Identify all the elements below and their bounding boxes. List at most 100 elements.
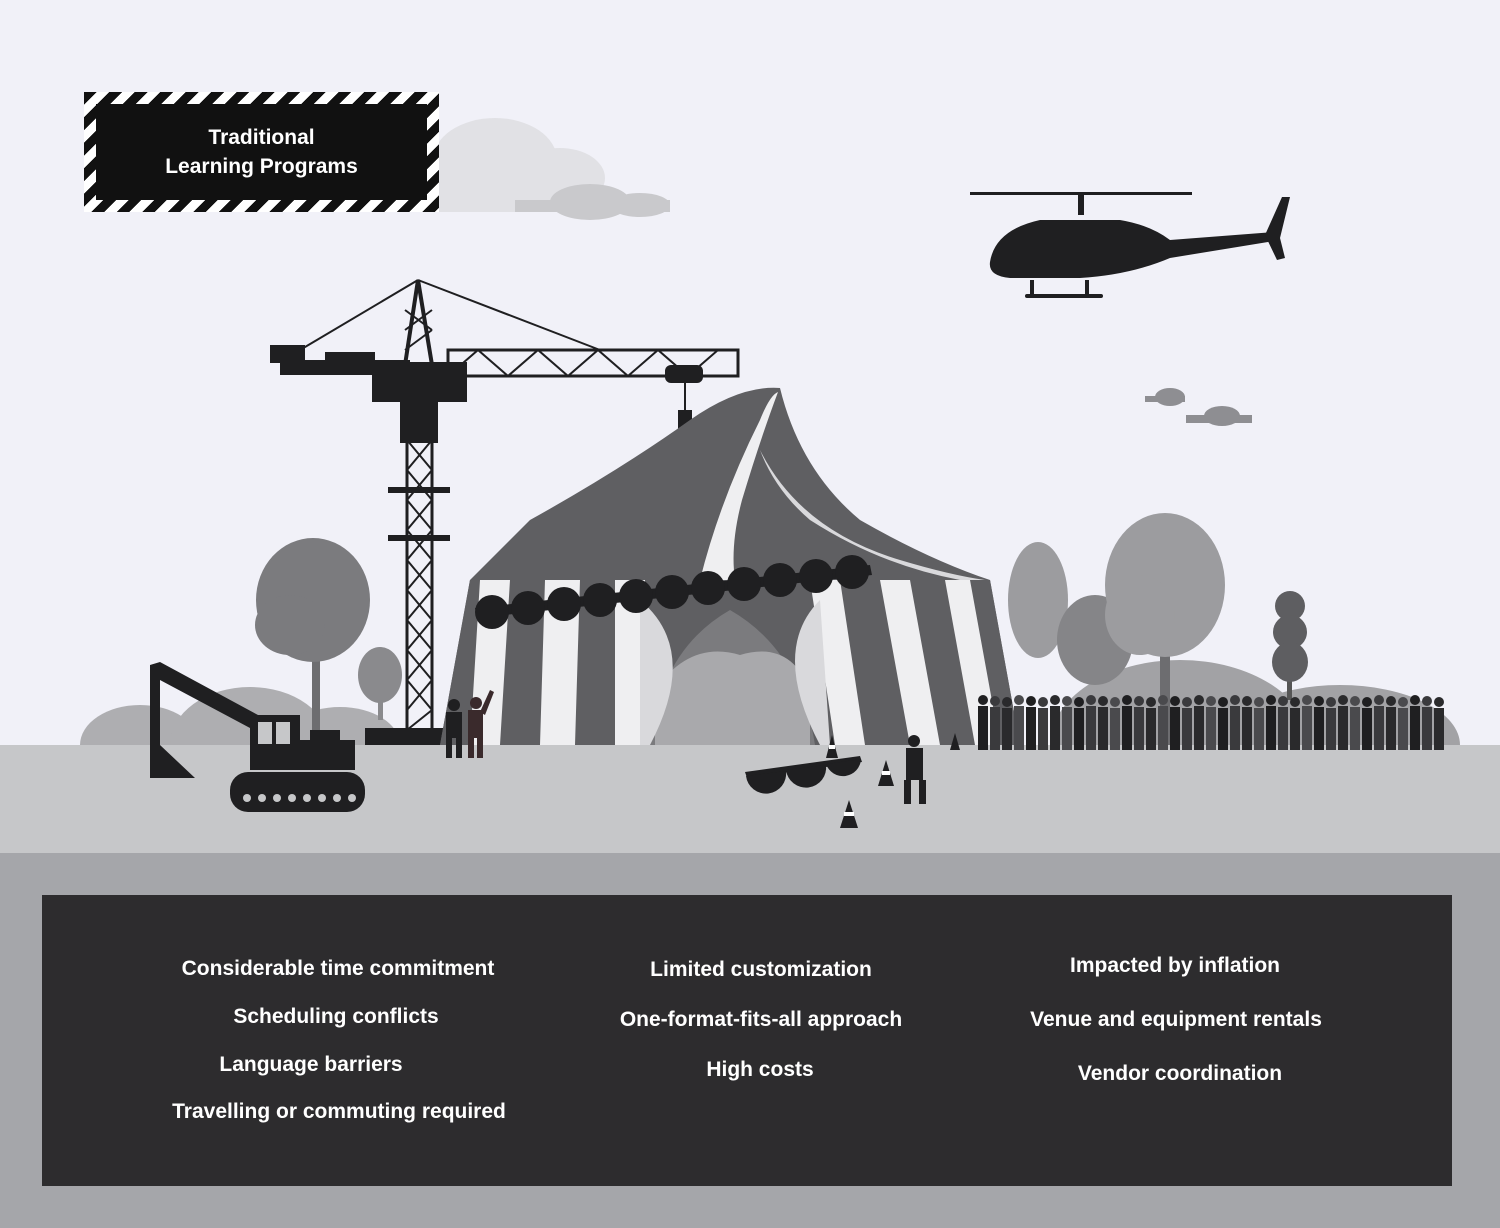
person-icon — [1266, 706, 1276, 750]
title-line-1: Traditional — [208, 126, 315, 149]
person-icon — [1398, 697, 1408, 707]
person-icon — [1098, 707, 1108, 750]
challenge-item: Scheduling conflicts — [233, 1005, 439, 1028]
excavator-windows — [243, 722, 356, 802]
person-icon — [978, 695, 988, 705]
person-icon — [1158, 695, 1168, 705]
person-icon — [1350, 696, 1360, 706]
crane-body — [270, 345, 703, 745]
person-icon — [1254, 708, 1264, 750]
person-icon — [1002, 708, 1012, 750]
person-icon — [1398, 708, 1408, 750]
person-icon — [1386, 707, 1396, 750]
person-icon — [1374, 706, 1384, 750]
person-icon — [1290, 708, 1300, 750]
person-icon — [1422, 696, 1432, 706]
challenges-panel — [42, 895, 1452, 1186]
cloud-small-icon — [1145, 388, 1252, 426]
tree-right-icon — [1008, 513, 1308, 745]
person-icon — [1350, 707, 1360, 750]
person-icon — [1410, 695, 1420, 705]
person-icon — [1134, 696, 1144, 706]
person-icon — [1314, 707, 1324, 750]
helicopter-icon — [970, 192, 1290, 298]
person-icon — [1074, 708, 1084, 750]
person-icon — [1122, 695, 1132, 705]
circus-tent-icon — [440, 387, 1020, 745]
person-icon — [1422, 707, 1432, 750]
person-icon — [1326, 708, 1336, 750]
person-icon — [1002, 697, 1012, 707]
person-icon — [978, 706, 988, 750]
person-icon — [1206, 707, 1216, 750]
person-icon — [1302, 706, 1312, 750]
person-icon — [1122, 706, 1132, 750]
person-icon — [1086, 695, 1096, 705]
person-icon — [1110, 697, 1120, 707]
person-icon — [1062, 707, 1072, 750]
person-icon — [1242, 696, 1252, 706]
challenge-item: Considerable time commitment — [181, 957, 495, 980]
person-icon — [1110, 708, 1120, 750]
title-line-2: Learning Programs — [165, 155, 358, 178]
person-icon — [1014, 706, 1024, 750]
person-icon — [1038, 708, 1048, 750]
person-icon — [1230, 706, 1240, 750]
person-icon — [1182, 708, 1192, 750]
person-icon — [1218, 697, 1228, 707]
person-icon — [1050, 706, 1060, 750]
person-icon — [1266, 695, 1276, 705]
person-icon — [1086, 706, 1096, 750]
fallen-banner-icon — [745, 756, 862, 794]
person-icon — [1290, 697, 1300, 707]
person-icon — [1098, 696, 1108, 706]
person-icon — [1374, 695, 1384, 705]
challenge-item: One-format-fits-all approach — [619, 1008, 903, 1031]
person-icon — [990, 696, 1000, 706]
traffic-cones-icon — [826, 733, 960, 828]
excavator-icon — [150, 662, 365, 812]
person-icon — [990, 707, 1000, 750]
person-icon — [1326, 697, 1336, 707]
person-icon — [1254, 697, 1264, 707]
person-icon — [1410, 706, 1420, 750]
person-icon — [1194, 695, 1204, 705]
cloud-large-icon — [430, 118, 670, 220]
person-icon — [1338, 695, 1348, 705]
challenge-item: Venue and equipment rentals — [1030, 1008, 1322, 1031]
person-icon — [1026, 707, 1036, 750]
queue-of-people-icon — [978, 695, 1444, 750]
person-icon — [1146, 708, 1156, 750]
title-sign: Traditional Learning Programs — [84, 92, 439, 212]
person-icon — [1314, 696, 1324, 706]
person-icon — [1134, 707, 1144, 750]
workers-icon — [446, 690, 926, 804]
person-icon — [1050, 695, 1060, 705]
person-icon — [1338, 706, 1348, 750]
person-icon — [1206, 696, 1216, 706]
person-icon — [1278, 707, 1288, 750]
person-icon — [1362, 708, 1372, 750]
ground — [0, 745, 1500, 853]
challenge-item: Language barriers — [219, 1053, 403, 1076]
person-icon — [1434, 708, 1444, 750]
person-icon — [1278, 696, 1288, 706]
person-icon — [1158, 706, 1168, 750]
person-icon — [1182, 697, 1192, 707]
person-icon — [1038, 697, 1048, 707]
person-icon — [1242, 707, 1252, 750]
person-icon — [1074, 697, 1084, 707]
person-icon — [1302, 695, 1312, 705]
person-icon — [1170, 707, 1180, 750]
person-icon — [1434, 697, 1444, 707]
challenge-item: High costs — [706, 1058, 814, 1081]
person-icon — [1230, 695, 1240, 705]
person-icon — [1386, 696, 1396, 706]
person-icon — [1170, 696, 1180, 706]
person-icon — [1218, 708, 1228, 750]
person-icon — [1146, 697, 1156, 707]
person-icon — [1194, 706, 1204, 750]
challenge-item: Limited customization — [650, 958, 872, 981]
person-icon — [1026, 696, 1036, 706]
